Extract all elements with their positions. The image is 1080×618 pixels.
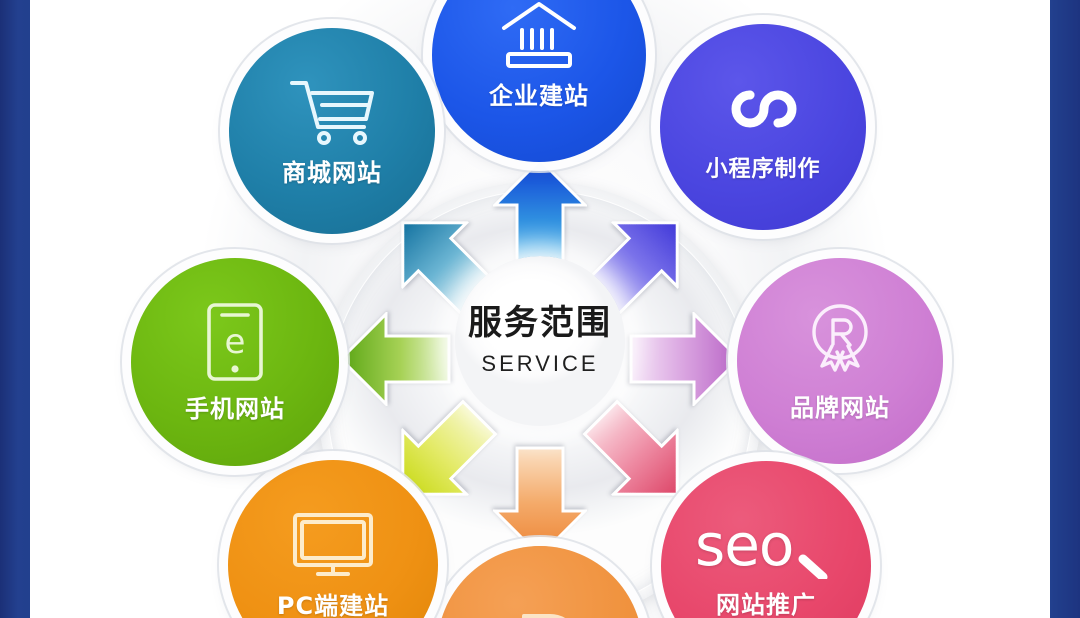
bank-building-icon [496, 0, 582, 70]
node-mobile-site[interactable]: e 手机网站 [131, 258, 339, 466]
mobile-e-icon: e [204, 301, 266, 383]
node-label: 企业建站 [489, 81, 589, 110]
trademark-badge-icon [800, 300, 880, 382]
node-label: 商城网站 [282, 158, 382, 187]
arrow-down-left [368, 383, 514, 529]
center-subtitle: SERVICE [481, 350, 599, 376]
node-mini-program[interactable]: 小程序制作 [660, 24, 866, 230]
seo-magnifier-icon: seo [691, 513, 841, 579]
left-navy-bar [0, 0, 30, 618]
arrow-down-right [566, 383, 712, 529]
arrow-up [493, 158, 587, 270]
arrow-down [493, 446, 587, 558]
node-seo-promotion[interactable]: seo 网站推广 [661, 461, 871, 618]
node-label: 小程序制作 [705, 157, 821, 182]
center-title: 服务范围 [468, 302, 612, 343]
right-navy-bar [1050, 0, 1080, 618]
node-mall-site[interactable]: 商城网站 [229, 28, 435, 234]
rounded-partial-icon [494, 600, 586, 618]
monitor-icon [290, 510, 376, 580]
node-label: PC端建站 [276, 591, 390, 618]
svg-text:e: e [225, 322, 246, 362]
arrow-right [629, 312, 741, 406]
node-label: 手机网站 [185, 394, 285, 423]
arrow-left [339, 312, 451, 406]
node-label: 品牌网站 [790, 393, 890, 422]
mini-program-icon [724, 71, 802, 145]
seo-text: seo [695, 513, 793, 579]
shopping-cart-icon [286, 75, 378, 147]
node-brand-site[interactable]: 品牌网站 [737, 258, 943, 464]
node-label: 网站推广 [716, 590, 816, 618]
node-pc-site[interactable]: PC端建站 [228, 460, 438, 618]
center-disc: 服务范围 SERVICE [455, 256, 625, 426]
